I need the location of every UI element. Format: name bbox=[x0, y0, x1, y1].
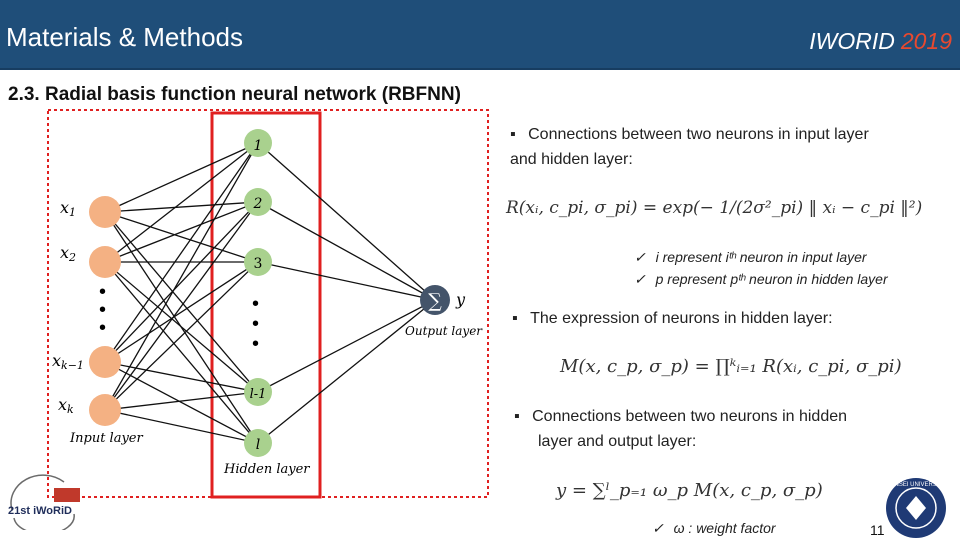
output-variable: y bbox=[455, 290, 466, 309]
edge-in2-h3 bbox=[104, 361, 259, 393]
edge-in3-h2 bbox=[104, 261, 259, 411]
input-layer-label: Input layer bbox=[69, 431, 144, 446]
edge-in3-h3 bbox=[104, 391, 259, 411]
hidden-node-3 bbox=[244, 248, 272, 276]
hidden-dot-1: • bbox=[252, 293, 259, 315]
input-label-xk: xk bbox=[58, 395, 74, 416]
equation-1: R(xᵢ, c_pi, σ_pi) = exp(− 1/(2σ²_pi) ‖ x… bbox=[506, 198, 923, 218]
hidden-node-2 bbox=[244, 188, 272, 216]
hidden-dot-2: • bbox=[252, 313, 259, 335]
bullet-2-text: The expression of neurons in hidden laye… bbox=[530, 310, 833, 327]
check-icon: ✓ bbox=[652, 520, 664, 536]
yonsei-seal-text: YONSEI UNIVERSITY bbox=[886, 482, 946, 488]
equation-3: y = ∑ˡ_p₌₁ ω_p M(x, c_p, σ_p) bbox=[556, 480, 823, 501]
equation-2: M(x, c_p, σ_p) = ∏ᵏᵢ₌₁ R(xᵢ, c_pi, σ_pi) bbox=[560, 356, 902, 377]
edge-in1-h3 bbox=[104, 261, 259, 393]
output-node bbox=[420, 285, 450, 315]
note-p: ✓ p represent pᵗʰ neuron in hidden layer bbox=[634, 271, 888, 288]
hidden-layer-label: Hidden layer bbox=[223, 462, 310, 477]
check-icon: ✓ bbox=[634, 249, 646, 265]
edge-in1-h0 bbox=[104, 142, 259, 263]
note-p-text: p represent pᵗʰ neuron in hidden layer bbox=[655, 271, 888, 287]
header-title: Materials & Methods bbox=[6, 22, 243, 52]
edge-in1-h4 bbox=[104, 261, 259, 444]
edge-in0-h3 bbox=[104, 211, 259, 393]
square-bullet-icon: ▪ bbox=[512, 310, 518, 327]
input-node-k bbox=[89, 394, 121, 426]
input-label-xk-1: xk−1 bbox=[52, 351, 84, 372]
edge-in3-h1 bbox=[104, 201, 259, 411]
edge-in0-h0 bbox=[104, 142, 259, 213]
edge-in2-h2 bbox=[104, 261, 259, 363]
iworid-logo-text: 21st iWoRiD bbox=[8, 505, 72, 517]
hidden-frame bbox=[210, 111, 322, 499]
rbfnn-diagram: ∑ y 1 2 3 l-1 l x1 x2 xk−1 xk • • • • • … bbox=[47, 109, 489, 499]
input-dot-3: • bbox=[99, 317, 106, 339]
page-number: 11 bbox=[870, 522, 885, 538]
input-node-k-1 bbox=[89, 346, 121, 378]
edge-h2-out bbox=[257, 261, 436, 301]
bullet-3-line-1: Connections between two neurons in hidde… bbox=[532, 408, 848, 425]
output-layer-label: Output layer bbox=[405, 324, 483, 338]
edge-h3-out bbox=[257, 299, 436, 393]
edge-in0-h2 bbox=[104, 211, 259, 263]
conference-name: IWORID bbox=[809, 28, 895, 54]
hidden-node-label-3: 3 bbox=[254, 256, 263, 272]
hidden-node-label-l: l bbox=[256, 437, 260, 453]
edge-in2-h0 bbox=[104, 142, 259, 363]
edge-in2-h1 bbox=[104, 201, 259, 363]
bullet-2: ▪ The expression of neurons in hidden la… bbox=[512, 306, 833, 331]
edge-in3-h4 bbox=[104, 409, 259, 444]
edge-in1-h1 bbox=[104, 201, 259, 263]
conference-year: 2019 bbox=[900, 28, 952, 54]
square-bullet-icon: ▪ bbox=[514, 408, 520, 425]
edge-in0-h1 bbox=[104, 201, 259, 213]
iworid-logo: 21st iWoRiD bbox=[8, 474, 80, 530]
bullet-1: ▪ Connections between two neurons in inp… bbox=[510, 122, 950, 172]
hidden-node-l-1 bbox=[244, 378, 272, 406]
yonsei-university-seal: YONSEI UNIVERSITY bbox=[886, 478, 946, 538]
input-dot-2: • bbox=[99, 299, 106, 321]
note-i-text: i represent iᵗʰ neuron in input layer bbox=[655, 249, 867, 265]
note-w-text: ω : weight factor bbox=[673, 520, 776, 536]
output-sum-symbol: ∑ bbox=[428, 290, 442, 312]
bullet-1-line-2: and hidden layer: bbox=[510, 151, 633, 168]
input-label-x2: x2 bbox=[60, 243, 76, 264]
input-node-2 bbox=[89, 246, 121, 278]
square-bullet-icon: ▪ bbox=[510, 126, 516, 143]
input-dot-1: • bbox=[99, 281, 106, 303]
connection-lines bbox=[104, 142, 436, 444]
input-node-1 bbox=[89, 196, 121, 228]
hidden-node-label-2: 2 bbox=[253, 196, 263, 212]
hidden-node-label-1: 1 bbox=[254, 138, 263, 154]
edge-h1-out bbox=[257, 201, 436, 301]
edge-h4-out bbox=[257, 299, 436, 444]
hidden-node-label-l-1: l-1 bbox=[250, 387, 267, 402]
input-label-x1: x1 bbox=[60, 198, 76, 219]
bullet-3: ▪ Connections between two neurons in hid… bbox=[514, 404, 934, 454]
bullet-3-line-2: layer and output layer: bbox=[538, 433, 697, 450]
hidden-node-1 bbox=[244, 129, 272, 157]
check-icon: ✓ bbox=[634, 271, 646, 287]
section-title: 2.3. Radial basis function neural networ… bbox=[8, 84, 461, 105]
hidden-node-l bbox=[244, 429, 272, 457]
note-i: ✓ i represent iᵗʰ neuron in input layer bbox=[634, 249, 867, 266]
bullet-1-line-1: Connections between two neurons in input… bbox=[528, 126, 869, 143]
hidden-dot-3: • bbox=[252, 333, 259, 355]
edge-h0-out bbox=[257, 142, 436, 301]
edge-in3-h0 bbox=[104, 142, 259, 411]
note-w: ✓ ω : weight factor bbox=[652, 520, 776, 537]
